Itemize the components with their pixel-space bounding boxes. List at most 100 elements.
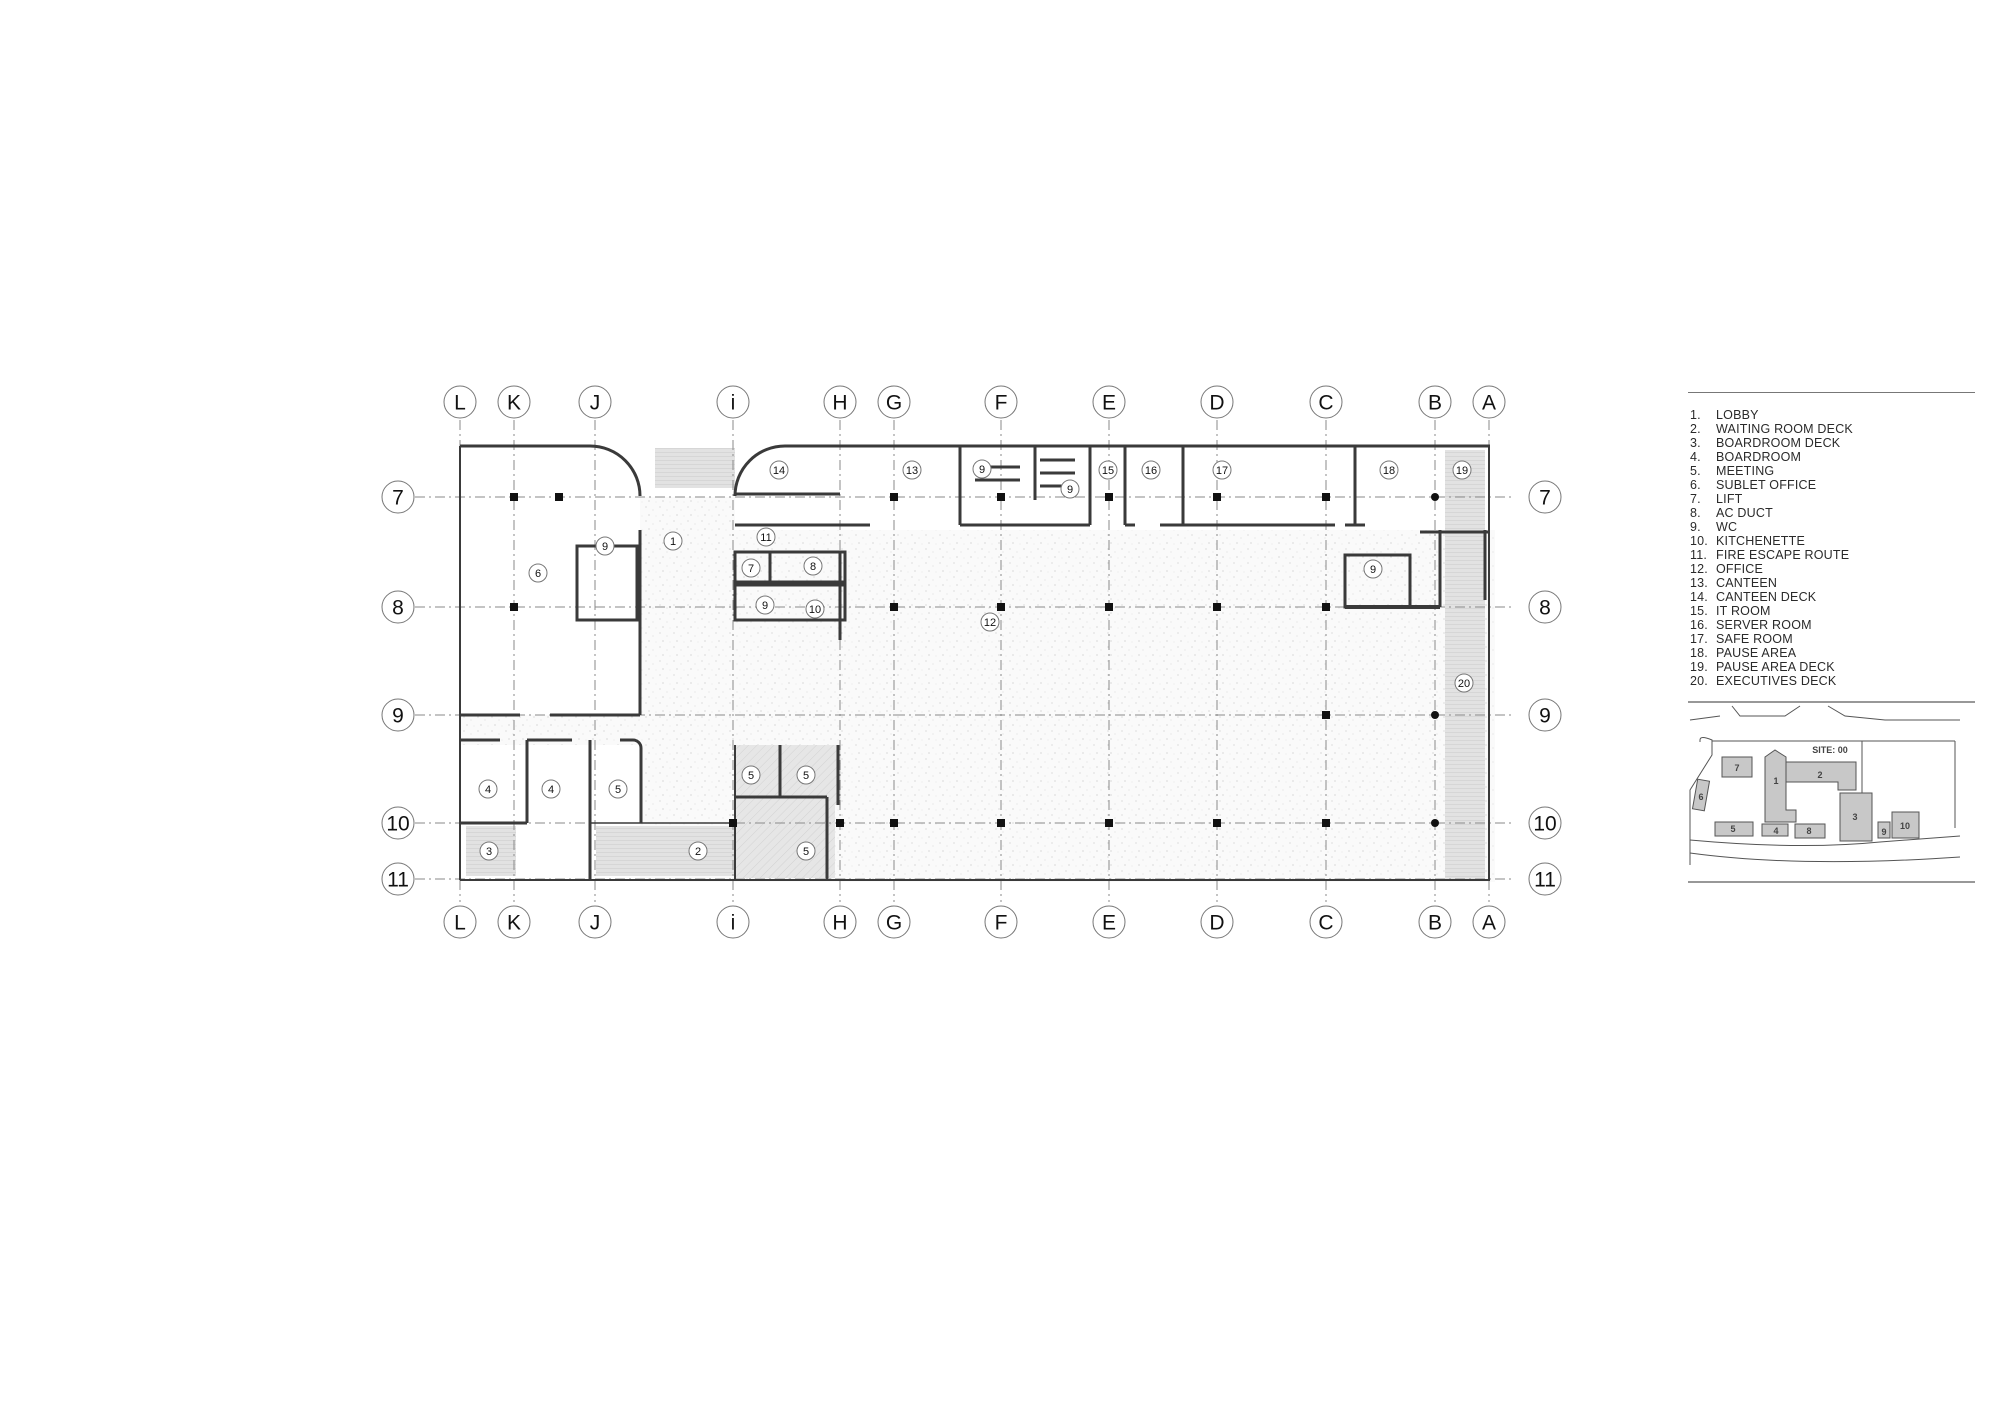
- legend-item: 6.SUBLET OFFICE: [1690, 478, 1980, 492]
- room-tag: 16: [1141, 460, 1161, 480]
- grid-column-bubble-bottom-label: C: [1318, 912, 1333, 935]
- legend-item-number: 16.: [1690, 618, 1708, 632]
- grid-column-bubble-bottom: A: [1472, 905, 1506, 939]
- legend-item-number: 9.: [1690, 520, 1701, 534]
- legend-item: 2. WAITING ROOM DECK: [1690, 422, 1980, 436]
- room-tag: 2: [688, 841, 708, 861]
- legend-item-label: PAUSE AREA DECK: [1716, 660, 1835, 674]
- room-tag-label: 5: [615, 784, 621, 796]
- legend-item-label: AC DUCT: [1716, 506, 1773, 520]
- room-tag: 14: [769, 460, 789, 480]
- grid-column-bubble-top-label: i: [731, 392, 736, 415]
- grid-column-bubble-top-label: G: [886, 392, 902, 415]
- legend-item-number: 10.: [1690, 534, 1708, 548]
- legend-item: 13.CANTEEN: [1690, 576, 1980, 590]
- grid-column-bubble-top: G: [877, 385, 911, 419]
- room-tag: 9: [972, 459, 992, 479]
- grid-column-bubble-bottom-label: K: [507, 912, 521, 935]
- legend-item-number: 11.: [1690, 548, 1708, 562]
- legend-item-label: WC: [1716, 520, 1738, 534]
- legend-item: 5.MEETING: [1690, 464, 1980, 478]
- legend-item: 4.BOARDROOM: [1690, 450, 1980, 464]
- room-tag: 20: [1454, 673, 1474, 693]
- legend-item: 20. EXECUTIVES DECK: [1690, 674, 1980, 688]
- legend-item-number: 6.: [1690, 478, 1701, 492]
- legend-item-number: 12.: [1690, 562, 1708, 576]
- legend-item-number: 20.: [1690, 674, 1708, 688]
- grid-row-bubble-left-label: 8: [392, 597, 404, 620]
- room-tag-label: 1: [670, 536, 676, 548]
- legend-item-label: CANTEEN: [1716, 576, 1778, 590]
- room-tag-label: 9: [762, 600, 768, 612]
- room-tag-label: 5: [748, 770, 754, 782]
- room-tag: 9: [595, 536, 615, 556]
- grid-column-bubble-bottom-label: D: [1209, 912, 1224, 935]
- site-title: SITE: 00: [1812, 745, 1848, 755]
- legend-item-label: WAITING ROOM DECK: [1716, 422, 1853, 436]
- legend-item: 16.SERVER ROOM: [1690, 618, 1980, 632]
- svg-text:6: 6: [1698, 792, 1703, 802]
- legend-item: 1.LOBBY: [1690, 408, 1980, 422]
- grid-row-bubble-left: 9: [381, 698, 415, 732]
- legend-top-rule: [1688, 392, 1975, 393]
- legend-item-label: BOARDROOM DECK: [1716, 436, 1841, 450]
- room-tag: 17: [1212, 460, 1232, 480]
- grid-column-bubble-top: i: [716, 385, 750, 419]
- grid-column-bubble-bottom: C: [1309, 905, 1343, 939]
- room-tag-label: 12: [984, 617, 996, 629]
- legend-item: 18.PAUSE AREA: [1690, 646, 1980, 660]
- legend-item: 15. IT ROOM: [1690, 604, 1980, 618]
- legend-item-number: 18.: [1690, 646, 1708, 660]
- legend-item: 17.SAFE ROOM: [1690, 632, 1980, 646]
- svg-text:8: 8: [1806, 826, 1811, 836]
- legend-item-label: EXECUTIVES DECK: [1716, 674, 1837, 688]
- room-tag-label: 14: [773, 465, 785, 477]
- grid-column-bubble-top-label: L: [454, 392, 466, 415]
- legend-item-number: 15.: [1690, 604, 1708, 618]
- grid-row-bubble-right-label: 10: [1533, 813, 1556, 836]
- grid-column-bubble-top-label: B: [1428, 392, 1442, 415]
- legend-item-label: SAFE ROOM: [1716, 632, 1793, 646]
- grid-column-bubble-bottom-label: E: [1102, 912, 1116, 935]
- grid-column-bubble-top-label: C: [1318, 392, 1333, 415]
- grid-column-bubble-bottom: H: [823, 905, 857, 939]
- room-tag: 11: [756, 527, 776, 547]
- legend-item-label: MEETING: [1716, 464, 1775, 478]
- grid-column-bubble-bottom: E: [1092, 905, 1126, 939]
- grid-column-bubble-bottom: L: [443, 905, 477, 939]
- room-tag-label: 9: [1067, 484, 1073, 496]
- room-tag-label: 5: [803, 846, 809, 858]
- room-tag-label: 10: [809, 604, 821, 616]
- room-tag: 15: [1098, 460, 1118, 480]
- svg-text:4: 4: [1773, 826, 1778, 836]
- grid-column-bubble-bottom-label: i: [731, 912, 736, 935]
- legend-item-number: 19.: [1690, 660, 1708, 674]
- legend-item-number: 2.: [1690, 422, 1701, 436]
- svg-text:7: 7: [1734, 763, 1739, 773]
- grid-column-bubble-top: F: [984, 385, 1018, 419]
- svg-text:10: 10: [1900, 821, 1910, 831]
- room-tag-label: 15: [1102, 465, 1114, 477]
- grid-row-bubble-right-label: 7: [1539, 487, 1551, 510]
- grid-column-bubble-top: K: [497, 385, 531, 419]
- legend-item: 10.KITCHENETTE: [1690, 534, 1980, 548]
- room-tag-label: 9: [1370, 564, 1376, 576]
- svg-text:2: 2: [1817, 770, 1822, 780]
- legend-item: 12.OFFICE: [1690, 562, 1980, 576]
- room-tag: 5: [741, 765, 761, 785]
- grid-column-bubble-top: J: [578, 385, 612, 419]
- room-tag: 4: [478, 779, 498, 799]
- grid-column-bubble-bottom-label: L: [454, 912, 466, 935]
- room-tag-label: 16: [1145, 465, 1157, 477]
- legend-item: 14.CANTEEN DECK: [1690, 590, 1980, 604]
- grid-row-bubble-right-label: 8: [1539, 597, 1551, 620]
- legend-item: 9. WC: [1690, 520, 1980, 534]
- legend-item: 19. PAUSE AREA DECK: [1690, 660, 1980, 674]
- grid-column-bubble-bottom: i: [716, 905, 750, 939]
- svg-text:5: 5: [1730, 824, 1735, 834]
- legend-item-label: IT ROOM: [1716, 604, 1771, 618]
- grid-column-bubble-bottom-label: H: [832, 912, 847, 935]
